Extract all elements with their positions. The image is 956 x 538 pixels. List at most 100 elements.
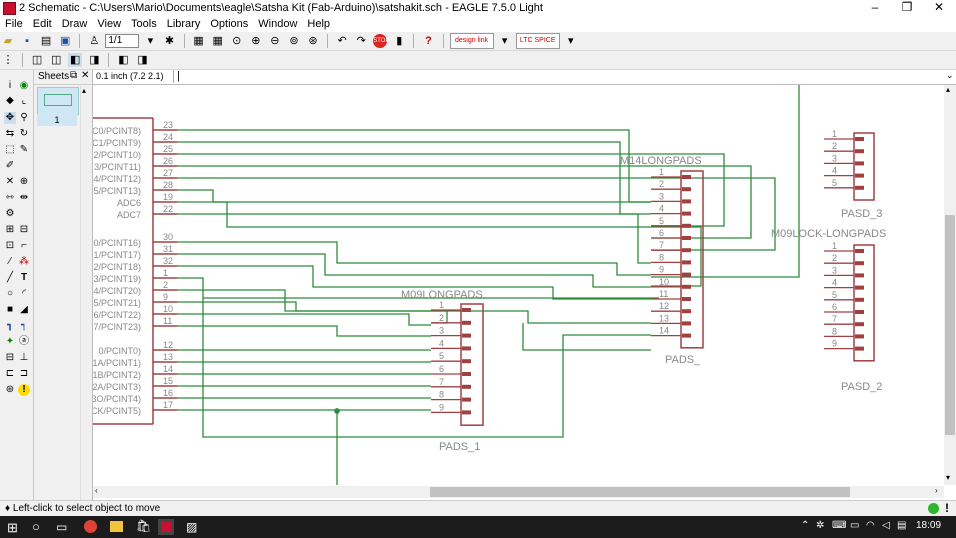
rotate-icon[interactable]: ↻ xyxy=(19,128,29,139)
horizontal-scrollbar[interactable]: ‹ › xyxy=(93,486,944,498)
polygon-icon[interactable]: ◢ xyxy=(20,304,28,315)
net-icon[interactable]: ┑ xyxy=(20,320,28,331)
zoom-select-icon[interactable]: ⊛ xyxy=(308,35,318,47)
command-history-dropdown-icon[interactable]: ⌄ xyxy=(946,70,954,80)
menu-tools[interactable]: Tools xyxy=(131,18,157,30)
save-icon[interactable]: ▪ xyxy=(25,35,30,47)
layout-icon-1[interactable]: ◫ xyxy=(31,54,43,66)
cam-icon[interactable]: ▣ xyxy=(59,35,71,47)
gateswap-icon[interactable]: ⇹ xyxy=(19,192,29,203)
label-icon[interactable]: ⓐ xyxy=(19,336,29,347)
zoom-in-icon[interactable]: ⊕ xyxy=(251,35,261,47)
modules-icon[interactable]: ⊐ xyxy=(19,368,29,379)
net-wire[interactable] xyxy=(177,325,431,337)
layout-icon-3[interactable]: ◧ xyxy=(68,53,83,67)
menu-help[interactable]: Help xyxy=(307,18,331,30)
search-icon[interactable]: ○ xyxy=(32,519,40,534)
bus-icon[interactable]: ┓ xyxy=(6,320,14,331)
vscroll-down-icon[interactable]: ▾ xyxy=(946,473,951,482)
net-wire[interactable] xyxy=(177,277,659,299)
move-icon[interactable]: ✥ xyxy=(4,112,16,124)
group-icon[interactable]: ⬚ xyxy=(5,144,15,155)
use-icon[interactable]: ♙ xyxy=(89,35,100,47)
battery-icon[interactable]: ▭ xyxy=(850,520,860,531)
net-wire[interactable] xyxy=(177,253,651,288)
net-wire[interactable] xyxy=(177,201,651,264)
panel-close-icon[interactable]: ✕ xyxy=(81,70,90,81)
stop-icon[interactable]: STOP xyxy=(373,34,389,48)
net-wire[interactable] xyxy=(522,323,651,351)
net-wire[interactable] xyxy=(177,265,651,300)
script-icon[interactable]: ▦ xyxy=(193,35,204,47)
zoom-fit-icon[interactable]: ⊙ xyxy=(232,35,242,47)
mirror-icon[interactable]: ⇆ xyxy=(5,128,15,139)
value-icon[interactable]: ⊟ xyxy=(19,224,29,235)
hscroll-right-icon[interactable]: › xyxy=(935,486,938,495)
wifi-icon[interactable]: ◠ xyxy=(866,520,875,531)
net-wire[interactable] xyxy=(177,189,651,203)
tray-app-icon[interactable]: ✲ xyxy=(816,520,825,531)
ulp-icon[interactable]: ✱ xyxy=(164,35,175,47)
erc-icon[interactable]: ⊛ xyxy=(5,384,15,395)
replace-icon[interactable]: ⚙ xyxy=(5,208,15,219)
schematic-drawing[interactable]: 23C0/PCINT8)24C1/PCINT9)252/PCINT10)263/… xyxy=(93,85,944,485)
start-icon[interactable]: ⊞ xyxy=(7,520,18,535)
pinswap-icon[interactable]: ⇿ xyxy=(5,192,15,203)
clock[interactable]: 18:09 xyxy=(916,520,942,531)
copy-icon[interactable]: ⚲ xyxy=(20,112,28,123)
menu-file[interactable]: File xyxy=(5,18,23,30)
sheet-thumbnail[interactable] xyxy=(37,87,79,115)
open-icon[interactable]: ▰ xyxy=(3,35,13,47)
go-icon[interactable]: ▮ xyxy=(396,35,403,47)
run-icon[interactable]: ▦ xyxy=(212,35,223,47)
info-icon[interactable]: i xyxy=(8,80,12,91)
sheet-number[interactable]: 1 xyxy=(37,114,77,126)
file-explorer-icon[interactable] xyxy=(110,521,123,532)
arc-icon[interactable]: ◜ xyxy=(22,288,26,299)
net-wire[interactable] xyxy=(177,177,776,251)
rect-icon[interactable]: ■ xyxy=(6,304,14,315)
miter-icon[interactable]: ⌐ xyxy=(21,240,27,251)
sheets-scrollbar[interactable]: ▴ xyxy=(80,86,92,500)
net-wire[interactable] xyxy=(177,241,651,276)
invoke-icon[interactable]: ⁂ xyxy=(19,256,29,267)
net-wire[interactable] xyxy=(202,298,651,438)
name-icon[interactable]: ⊞ xyxy=(5,224,15,235)
net-wire[interactable] xyxy=(177,313,431,326)
task-view-icon[interactable]: ▭ xyxy=(56,520,68,534)
minimize-button[interactable]: – xyxy=(871,0,879,14)
store-icon[interactable]: 🛍 xyxy=(136,519,152,533)
grid-icon[interactable]: ⋮ xyxy=(2,54,14,66)
change-icon[interactable]: ✎ xyxy=(19,144,29,155)
frame-icon[interactable]: ⊏ xyxy=(5,368,15,379)
designlink-dropdown-icon[interactable]: ▾ xyxy=(501,35,508,47)
menu-edit[interactable]: Edit xyxy=(32,18,52,30)
redo-icon[interactable]: ↷ xyxy=(356,35,366,47)
vscroll-up-icon[interactable]: ▴ xyxy=(946,85,951,94)
vscroll-thumb[interactable] xyxy=(945,215,955,435)
mark-icon[interactable]: ⌞ xyxy=(21,95,27,106)
redraw-icon[interactable]: ⊚ xyxy=(289,35,299,47)
menu-library[interactable]: Library xyxy=(166,18,201,30)
junction-icon[interactable]: ✦ xyxy=(5,336,15,347)
layout-icon-6[interactable]: ◨ xyxy=(137,54,148,66)
add-icon[interactable]: ⊕ xyxy=(19,176,29,187)
dimension-icon[interactable]: ⊥ xyxy=(19,352,29,363)
notifications-icon[interactable]: ▤ xyxy=(897,520,907,531)
hscroll-thumb[interactable] xyxy=(430,487,850,497)
menu-view[interactable]: View xyxy=(97,18,122,30)
wire-icon[interactable]: ╱ xyxy=(6,272,14,283)
menu-draw[interactable]: Draw xyxy=(61,18,88,30)
chrome-icon[interactable] xyxy=(84,520,97,533)
scroll-up-icon[interactable]: ▴ xyxy=(82,86,87,95)
sheet-select[interactable]: 1/1 xyxy=(105,34,140,48)
errors-icon[interactable]: ! xyxy=(18,384,30,396)
designlink-button[interactable]: design link xyxy=(449,33,494,49)
menu-window[interactable]: Window xyxy=(258,18,298,30)
maximize-button[interactable]: ❐ xyxy=(901,0,913,14)
attribute-icon[interactable]: ⊟ xyxy=(5,352,15,363)
smash-icon[interactable]: ⊡ xyxy=(5,240,15,251)
menu-options[interactable]: Options xyxy=(210,18,249,30)
net-wire[interactable] xyxy=(177,301,448,324)
